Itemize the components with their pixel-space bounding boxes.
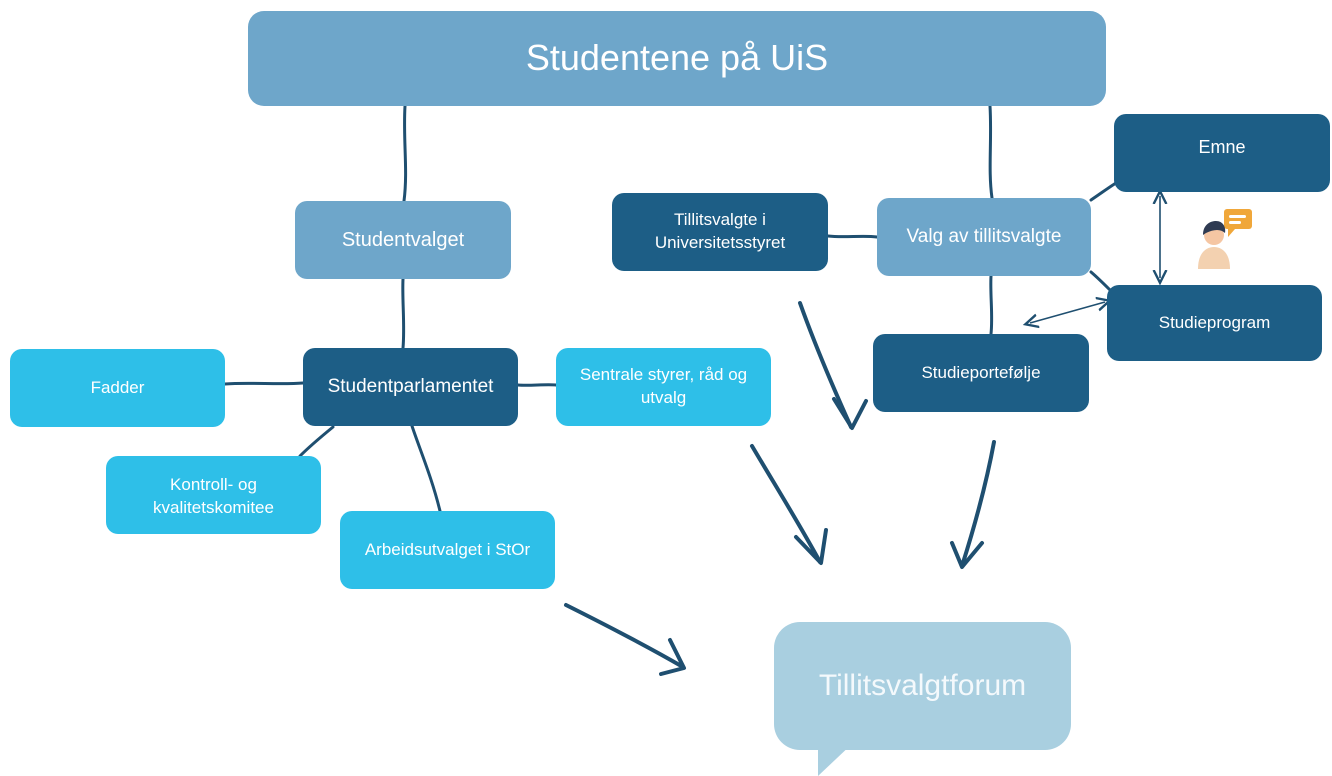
arrow-from-sentrale [750, 444, 822, 564]
connector-valg-portefolje [989, 274, 994, 336]
connector-root-studentvalget [402, 104, 408, 203]
connector-studentvalget-parlamentet [401, 277, 406, 350]
root-title-node: Studentene på UiS [248, 11, 1106, 106]
connector-parlamentet-arbeidsutvalget [410, 424, 442, 513]
arrow-from-sentrale-head [794, 528, 828, 565]
connector-valg-emne [1089, 181, 1118, 202]
node-studieportefolje: Studieportefølje [873, 334, 1089, 412]
node-emne: Emne [1114, 114, 1330, 192]
node-studentvalget: Studentvalget [295, 201, 511, 279]
node-studieprogram: Studieprogram [1107, 285, 1322, 361]
node-valg-av-tillitsvalgte: Valg av tillitsvalgte [877, 198, 1091, 276]
node-fadder: Fadder [10, 349, 225, 427]
connector-root-valg [988, 104, 994, 200]
connector-parlamentet-fadder [223, 381, 305, 386]
node-tillitsvalgte-universitetsstyret: Tillitsvalgte i Universitetsstyret [612, 193, 828, 271]
node-kontroll-komitee: Kontroll- og kvalitetskomitee [106, 456, 321, 534]
node-sentrale-styrer: Sentrale styrer, råd og utvalg [556, 348, 771, 426]
arrow-from-styret [798, 301, 853, 429]
arrow-from-portefolje-head [950, 541, 984, 569]
arrow-from-arbeidsutvalget-head [659, 638, 686, 676]
double-arrow-studieprogram-portefolje [1030, 302, 1105, 323]
node-studentparlamentet: Studentparlamentet [303, 348, 518, 426]
connector-parlamentet-sentrale [516, 383, 558, 387]
connector-valg-styret [826, 234, 879, 239]
arrow-from-portefolje [960, 440, 996, 568]
connector-parlamentet-kontroll [298, 425, 335, 458]
arrow-from-styret-head [832, 397, 868, 430]
node-tillitsvalgtforum: Tillitsvalgtforum [774, 622, 1071, 750]
person-with-speech-bubble-icon [1198, 209, 1252, 269]
arrow-from-arbeidsutvalget [564, 603, 685, 669]
speech-bubble-tail [818, 742, 854, 776]
node-arbeidsutvalget: Arbeidsutvalget i StOr [340, 511, 555, 589]
connector-valg-studieprogram [1089, 270, 1112, 292]
